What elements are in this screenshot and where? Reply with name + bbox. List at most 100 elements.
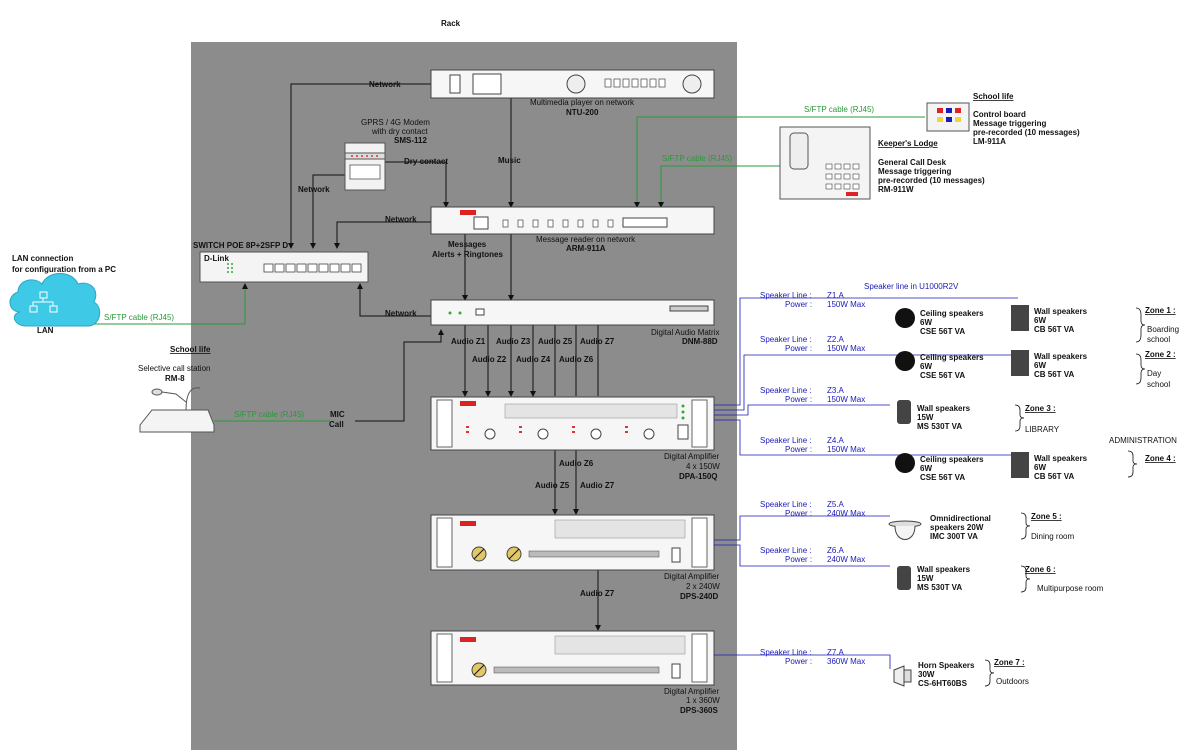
mic-label: MIC xyxy=(330,410,345,419)
keeper-line3: pre-recorded (10 messages) xyxy=(878,176,985,185)
lm911-line2: Message triggering xyxy=(973,119,1046,128)
z2-power-label: Power : xyxy=(785,344,812,353)
alerts-label: Alerts + Ringtones xyxy=(432,250,503,259)
z1-spk1-b: 6W xyxy=(920,318,932,327)
dps360-line1: Digital Amplifier xyxy=(664,687,719,696)
audio-z6-label-b: Audio Z6 xyxy=(559,459,594,468)
z7-line: Z7.A xyxy=(827,648,845,657)
lan-cloud: LAN xyxy=(9,273,101,335)
audio-z4-label: Audio Z4 xyxy=(516,355,551,364)
z3-power-label: Power : xyxy=(785,395,812,404)
lm911-cable-label: S/FTP cable (RJ45) xyxy=(804,105,874,114)
z1-speaker-line: Speaker Line : xyxy=(760,291,812,300)
z4-spk1-a: Ceiling speakers xyxy=(920,455,984,464)
z1-spk1-a: Ceiling speakers xyxy=(920,309,984,318)
z5-spk1-a: Omnidirectional xyxy=(930,514,991,523)
lm911-line1: Control board xyxy=(973,110,1026,119)
audio-z5-label-b: Audio Z5 xyxy=(535,481,570,490)
administration-label: ADMINISTRATION xyxy=(1109,436,1177,445)
z1-desc-a: Boarding xyxy=(1147,325,1179,334)
z2-spk1-a: Ceiling speakers xyxy=(920,353,984,362)
lm911-device xyxy=(926,102,970,132)
z7-zone: Zone 7 : xyxy=(994,658,1025,667)
rm8-cable-label: S/FTP cable (RJ45) xyxy=(234,410,304,419)
zone-1: Speaker Line : Power : Z1.A 150W Max Cei… xyxy=(760,291,1179,344)
school-life-right-heading: School life xyxy=(973,92,1014,101)
ntu-model: NTU-200 xyxy=(566,108,599,117)
audio-z6-label: Audio Z6 xyxy=(559,355,594,364)
keeper-device xyxy=(779,126,871,200)
zone-braces xyxy=(984,307,1146,687)
z2-spk1-b: 6W xyxy=(920,362,932,371)
dps360-model: DPS-360S xyxy=(680,706,718,715)
z2-desc-b: school xyxy=(1147,380,1170,389)
dry-contact-label: Dry contact xyxy=(404,157,448,166)
z4-line: Z4.A xyxy=(827,436,845,445)
z3-spk1-b: 15W xyxy=(917,413,934,422)
modem-line1: GPRS / 4G Modem xyxy=(361,118,430,127)
z1-desc-b: school xyxy=(1147,335,1170,344)
z2-power: 150W Max xyxy=(827,344,865,353)
z5-desc-a: Dining room xyxy=(1031,532,1074,541)
rack-title: Rack xyxy=(441,19,461,28)
z1-power-label: Power : xyxy=(785,300,812,309)
arm-model: ARM-911A xyxy=(566,244,606,253)
z7-spk1-b: 30W xyxy=(918,670,935,679)
lm911-model: LM-911A xyxy=(973,137,1006,146)
dnm-model: DNM-88D xyxy=(682,337,718,346)
audio-z7-label-c: Audio Z7 xyxy=(580,589,615,598)
z6-spk1-a: Wall speakers xyxy=(917,565,971,574)
z4-spk2-a: Wall speakers xyxy=(1034,454,1088,463)
z3-speaker-line: Speaker Line : xyxy=(760,386,812,395)
z3-line: Z3.A xyxy=(827,386,845,395)
rm8-device xyxy=(139,387,215,433)
z6-power-label: Power : xyxy=(785,555,812,564)
switch-label: SWITCH POE 8P+2SFP D xyxy=(193,241,288,250)
z6-power: 240W Max xyxy=(827,555,865,564)
arm-name: Message reader on network xyxy=(536,235,636,244)
z5-line: Z5.A xyxy=(827,500,845,509)
modem-model: SMS-112 xyxy=(394,136,427,145)
audio-z7-label: Audio Z7 xyxy=(580,337,615,346)
z2-zone: Zone 2 : xyxy=(1145,350,1176,359)
network-label-1: Network xyxy=(369,80,401,89)
z1-spk1-c: CSE 56T VA xyxy=(920,327,965,336)
green-cables xyxy=(90,116,925,422)
z3-zone: Zone 3 : xyxy=(1025,404,1056,413)
dnm-device xyxy=(430,299,715,326)
lan-cable-label: S/FTP cable (RJ45) xyxy=(104,313,174,322)
z3-power: 150W Max xyxy=(827,395,865,404)
dps240-line1: Digital Amplifier xyxy=(664,572,719,581)
dnm-name: Digital Audio Matrix xyxy=(651,328,719,337)
z2-line: Z2.A xyxy=(827,335,845,344)
modem-device xyxy=(344,142,386,191)
zone-7: Speaker Line : Power : Z7.A 360W Max Hor… xyxy=(760,648,1029,688)
z2-spk2-b: 6W xyxy=(1034,361,1046,370)
audio-z2-label: Audio Z2 xyxy=(472,355,507,364)
call-label: Call xyxy=(329,420,344,429)
z5-power: 240W Max xyxy=(827,509,865,518)
dps360-device xyxy=(430,630,715,686)
z2-spk2-a: Wall speakers xyxy=(1034,352,1088,361)
z5-zone: Zone 5 : xyxy=(1031,512,1062,521)
network-label-3: Network xyxy=(385,215,417,224)
audio-z7-label-b: Audio Z7 xyxy=(580,481,615,490)
z7-desc-a: Outdoors xyxy=(996,677,1029,686)
z4-zone: Zone 4 : xyxy=(1145,454,1176,463)
dpa-line2: 4 x 150W xyxy=(686,462,720,471)
ntu-device xyxy=(430,69,715,99)
zone-3: Speaker Line : Power : Z3.A 150W Max Wal… xyxy=(760,386,1060,434)
audio-z1-label: Audio Z1 xyxy=(451,337,486,346)
rm8-model: RM-8 xyxy=(165,374,185,383)
z4-spk2-c: CB 56T VA xyxy=(1034,472,1075,481)
z6-zone: Zone 6 : xyxy=(1025,565,1056,574)
switch-device xyxy=(199,251,369,283)
z1-spk2-b: 6W xyxy=(1034,316,1046,325)
dps240-model: DPS-240D xyxy=(680,592,718,601)
z7-power: 360W Max xyxy=(827,657,865,666)
z2-desc-a: Day xyxy=(1147,369,1161,378)
school-life-left-heading: School life xyxy=(170,345,211,354)
z1-spk2-c: CB 56T VA xyxy=(1034,325,1075,334)
audio-z3-label: Audio Z3 xyxy=(496,337,531,346)
